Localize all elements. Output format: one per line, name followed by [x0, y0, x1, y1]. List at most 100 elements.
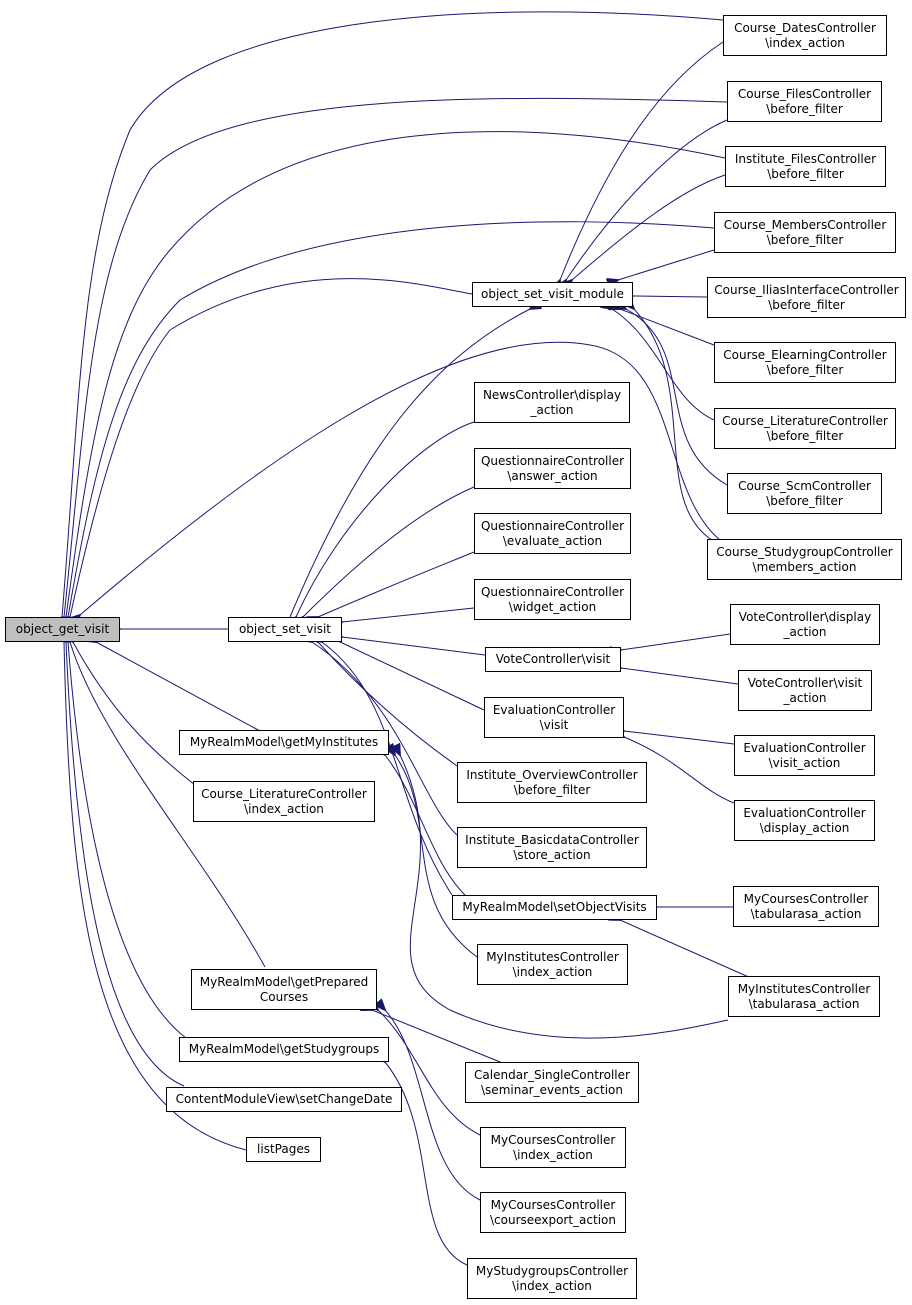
node-label: MyRealmModel\getPrepared — [199, 974, 369, 989]
node-label: \before_filter — [766, 232, 844, 247]
node-mycourses-index[interactable]: MyCoursesController \index_action — [480, 1127, 626, 1168]
edge-members-to-module — [618, 249, 715, 280]
node-questionnaire-answer[interactable]: QuestionnaireController \answer_action — [474, 448, 631, 489]
node-institute-files-before[interactable]: Institute_FilesController \before_filter — [725, 146, 886, 187]
edge-ilias-to-module — [633, 296, 708, 297]
node-label: VoteController\display — [738, 609, 872, 624]
node-label: \before_filter — [767, 166, 844, 181]
edge-votedisplay-to-vote — [621, 633, 731, 650]
node-label: \before_filter — [766, 428, 844, 443]
node-label: EvaluationController — [743, 805, 866, 820]
node-course-ilias-before[interactable]: Course_IliasInterfaceController \before_… — [707, 277, 906, 318]
node-label: Course_FilesController — [737, 86, 872, 101]
node-label: \tabularasa_action — [750, 906, 862, 921]
node-institute-basicdata-store[interactable]: Institute_BasicdataController \store_act… — [457, 827, 647, 868]
node-course-scm-before[interactable]: Course_ScmController \before_filter — [727, 473, 882, 514]
node-vote-visit[interactable]: VoteController\visit — [485, 647, 621, 672]
node-label: VoteController\visit — [495, 652, 611, 666]
node-label: \tabularasa_action — [748, 996, 860, 1011]
edge-myinstindex-to-myinst — [395, 755, 478, 958]
node-mycourses-tabularasa[interactable]: MyCoursesController \tabularasa_action — [733, 886, 879, 927]
node-label: \index_action — [512, 1278, 592, 1293]
node-label: \seminar_events_action — [481, 1082, 623, 1097]
node-course-literature-index[interactable]: Course_LiteratureController \index_actio… — [193, 781, 375, 822]
edge-mystudygroups-to-studygroups — [385, 1062, 468, 1266]
node-label: \widget_action — [508, 599, 597, 614]
node-object-set-visit[interactable]: object_set_visit — [228, 617, 342, 642]
node-label: MyStudygroupsController — [475, 1263, 629, 1278]
node-label: \index_action — [244, 801, 324, 816]
edge-evalvisit-to-eval — [624, 731, 735, 745]
node-evaluation-visit[interactable]: EvaluationController \visit — [484, 697, 624, 738]
node-myrealm-getpreparedcourses[interactable]: MyRealmModel\getPrepared Courses — [191, 969, 377, 1010]
node-institute-overview-before[interactable]: Institute_OverviewController \before_fil… — [457, 762, 647, 803]
node-label: Calendar_SingleController — [474, 1067, 630, 1082]
edge-getmyinstitutes-to-get-visit — [96, 642, 261, 732]
node-label: MyInstitutesController — [486, 949, 619, 964]
node-myrealm-setobjectvisits[interactable]: MyRealmModel\setObjectVisits — [452, 895, 657, 920]
node-news-display[interactable]: NewsController\display _action — [474, 382, 630, 423]
node-vote-display-action[interactable]: VoteController\display _action — [730, 604, 880, 645]
edge-changedate-to-get-visit — [66, 642, 185, 1087]
node-myinstitutes-tabularasa[interactable]: MyInstitutesController \tabularasa_actio… — [728, 976, 880, 1017]
node-course-dates-index[interactable]: Course_DatesController \index_action — [723, 15, 887, 56]
node-object-set-visit-module[interactable]: object_set_visit_module — [472, 282, 633, 307]
node-contentmoduleview-setchangedate[interactable]: ContentModuleView\setChangeDate — [166, 1087, 402, 1112]
node-label: Course_MembersController — [723, 217, 887, 232]
node-questionnaire-widget[interactable]: QuestionnaireController \widget_action — [474, 579, 631, 620]
node-label: Course_StudygroupController — [716, 544, 893, 559]
node-myrealm-getstudygroups[interactable]: MyRealmModel\getStudygroups — [179, 1037, 389, 1062]
node-label: Course_ElearningController — [723, 347, 887, 362]
node-mycourses-courseexport[interactable]: MyCoursesController \courseexport_action — [480, 1192, 626, 1233]
node-course-literature-before[interactable]: Course_LiteratureController \before_filt… — [714, 408, 896, 449]
node-vote-visit-action[interactable]: VoteController\visit _action — [738, 670, 872, 711]
edge-news-to-setvisit — [296, 421, 475, 617]
node-label: EvaluationController — [743, 740, 866, 755]
node-label: MyRealmModel\getStudygroups — [188, 1042, 380, 1056]
node-label: MyCoursesController — [490, 1197, 616, 1212]
node-label: object_set_visit — [238, 622, 332, 636]
node-listpages[interactable]: listPages — [246, 1137, 321, 1162]
node-label: Courses — [259, 989, 309, 1004]
edge-instfiles-to-get-visit — [66, 131, 726, 617]
node-label: MyRealmModel\setObjectVisits — [462, 900, 647, 914]
edge-evaluation-to-setvisit — [338, 641, 485, 711]
edge-myinsttabula-to-setobj — [620, 920, 761, 983]
node-label: MyRealmModel\getMyInstitutes — [189, 735, 379, 749]
node-label: _action — [530, 402, 574, 417]
node-label: VoteController\visit — [747, 675, 863, 690]
node-label: Course_LiteratureController — [722, 413, 888, 428]
node-calendar-single-seminar[interactable]: Calendar_SingleController \seminar_event… — [465, 1062, 639, 1103]
node-label: Course_IliasInterfaceController — [714, 282, 899, 297]
node-label: QuestionnaireController — [480, 453, 625, 468]
node-course-studygroup-members[interactable]: Course_StudygroupController \members_act… — [707, 539, 902, 580]
edge-listpages-to-get-visit — [64, 642, 247, 1151]
node-evaluation-visit-action[interactable]: EvaluationController \visit_action — [734, 735, 875, 776]
edge-evaldisplay-to-eval — [624, 737, 735, 804]
edge-studygroups-to-get-visit — [68, 642, 187, 1039]
edge-literature-to-module — [612, 309, 715, 421]
node-label: \visit — [539, 717, 569, 732]
edge-qeval-to-setvisit — [318, 551, 475, 617]
edge-prepared-to-get-visit — [70, 642, 266, 968]
node-label: \store_action — [513, 847, 591, 862]
edge-scm-to-module — [626, 309, 728, 486]
node-label: object_get_visit — [15, 622, 110, 636]
node-myrealm-getmyinstitutes[interactable]: MyRealmModel\getMyInstitutes — [179, 730, 389, 755]
node-label: \display_action — [759, 820, 850, 835]
edge-instfiles-to-module — [572, 174, 726, 280]
node-evaluation-display-action[interactable]: EvaluationController \display_action — [734, 800, 875, 841]
node-label: \answer_action — [507, 468, 598, 483]
edge-instoverview-to-setvisit — [318, 642, 461, 769]
node-questionnaire-evaluate[interactable]: QuestionnaireController \evaluate_action — [474, 513, 631, 554]
node-mystudygroups-index[interactable]: MyStudygroupsController \index_action — [467, 1258, 637, 1299]
edge-mycoursesindex-to-prepared — [378, 1010, 481, 1136]
node-label: \courseexport_action — [490, 1212, 616, 1227]
node-course-members-before[interactable]: Course_MembersController \before_filter — [714, 212, 896, 253]
node-label: \index_action — [513, 1147, 593, 1162]
node-course-files-before[interactable]: Course_FilesController \before_filter — [727, 81, 882, 122]
node-course-elearning-before[interactable]: Course_ElearningController \before_filte… — [714, 342, 896, 383]
node-myinstitutes-index[interactable]: MyInstitutesController \index_action — [477, 944, 628, 985]
